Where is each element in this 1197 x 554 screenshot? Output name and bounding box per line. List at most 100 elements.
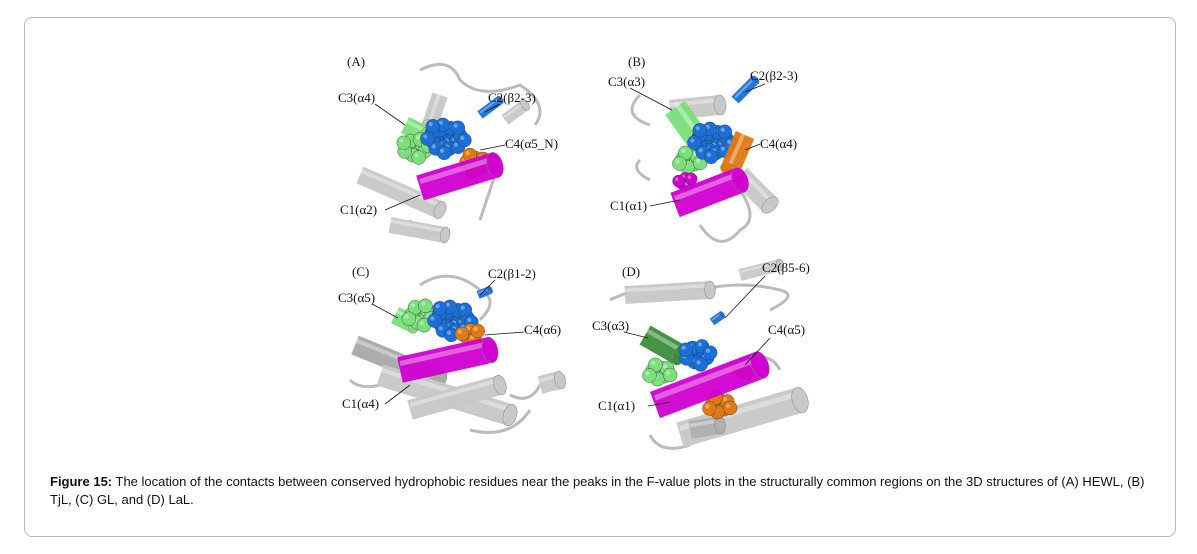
sphere-shine (460, 135, 465, 141)
leader-line (384, 384, 411, 405)
sphere-shine (705, 404, 710, 409)
c2-strand (477, 96, 503, 119)
sphere-shine (446, 330, 452, 335)
c4-sphere (722, 400, 738, 416)
sphere-shine (457, 329, 462, 334)
c2-sphere (693, 357, 708, 372)
leader-line (744, 337, 771, 366)
helix-cylinder (388, 217, 447, 243)
figure-caption: Figure 15: The location of the contacts … (50, 473, 1160, 509)
sphere-shine (695, 158, 701, 163)
helix-end (502, 404, 518, 426)
sphere-shine (696, 360, 701, 365)
sphere-shine (467, 317, 472, 323)
helix-highlight (728, 129, 747, 166)
helix-end (439, 226, 451, 244)
c4-helix (720, 131, 755, 174)
sphere-shine (473, 326, 478, 332)
c2-sphere (420, 131, 435, 146)
panel-c-c4-label: C4(α6) (524, 322, 561, 337)
c3-sphere (642, 368, 657, 383)
sphere-shine (399, 138, 404, 143)
leader-line (649, 199, 681, 207)
leader-line (484, 331, 525, 336)
helix-highlight (624, 283, 711, 293)
panel-c-c2-label: C2(β1-2) (488, 266, 536, 281)
helix-end (433, 201, 447, 219)
c2-sphere (457, 132, 472, 148)
c1-sphere (672, 174, 685, 188)
helix-end (520, 99, 530, 111)
panel-d: (D) C2(β5-6) C3(α3) C4(α5) C1(α1) (592, 260, 810, 413)
c1-helix (650, 351, 765, 419)
helix-end (775, 258, 785, 272)
leader-line (724, 275, 766, 319)
panel-d-c2-label: C2(β5-6) (762, 260, 810, 275)
c2-sphere (678, 342, 693, 357)
helix-end (493, 374, 507, 396)
c1-helix (416, 152, 499, 201)
c2-sphere (427, 313, 442, 328)
c3-sphere (396, 135, 411, 150)
sphere-shine (423, 134, 428, 139)
leader-line (479, 279, 496, 296)
c2-sphere (432, 301, 447, 316)
sphere-shine (722, 397, 728, 402)
sphere-shine (681, 148, 686, 153)
helix-end (713, 94, 727, 116)
sphere-shine (727, 139, 732, 145)
helix-end (791, 387, 809, 413)
panel-a-c3-label: C3(α4) (338, 90, 375, 105)
panel-b-c1-label: C1(α1) (610, 198, 647, 213)
sphere-shine (651, 360, 656, 365)
c4-sphere (470, 323, 485, 339)
caption-text: The location of the contacts between con… (50, 474, 1145, 507)
panel-d-id: (D) (622, 264, 640, 279)
helix-highlight (643, 327, 682, 352)
sphere-shine (720, 146, 726, 151)
sphere-shine (438, 120, 443, 125)
panel-d-c3-label: C3(α3) (592, 318, 629, 333)
panel-a-c1-label: C1(α2) (340, 202, 377, 217)
sphere-shine (453, 142, 459, 147)
sphere-shine (414, 153, 419, 158)
helix-end (718, 311, 726, 319)
c3-sphere (411, 150, 426, 165)
sphere-shine (687, 175, 692, 179)
helix-end (704, 280, 716, 300)
leader-line (384, 194, 421, 211)
panel-c-c1-label: C1(α4) (342, 396, 379, 411)
loop-coil (630, 93, 752, 243)
helix-highlight (428, 90, 442, 122)
c2-sphere (703, 149, 719, 165)
helix-end (761, 196, 779, 214)
sphere-shine (421, 301, 426, 306)
helix-end (486, 152, 504, 178)
sphere-shine (435, 304, 440, 309)
leader-line (744, 83, 766, 93)
helix-highlight (419, 156, 496, 184)
sphere-shine (662, 364, 668, 369)
c1-sphere (684, 172, 698, 186)
panel-b-c3-label: C3(α3) (608, 74, 645, 89)
leader-line (479, 144, 506, 151)
sphere-shine (675, 159, 680, 164)
sphere-shine (438, 326, 443, 331)
sphere-shine (674, 177, 679, 182)
c2-sphere (457, 302, 473, 317)
c2-sphere (687, 135, 702, 150)
panel-b-c4-label: C4(α4) (760, 136, 797, 151)
panel-d-c4-label: C4(α5) (768, 322, 805, 337)
helix-highlight (674, 171, 741, 201)
sphere-shine (445, 302, 450, 307)
sphere-shine (415, 135, 421, 140)
c2-sphere (692, 123, 707, 138)
c2-sphere (702, 345, 718, 360)
helix-highlight (654, 355, 761, 401)
sphere-shine (697, 342, 703, 347)
helix-highlight (669, 98, 721, 107)
helix-end (750, 75, 760, 85)
leader-line (647, 401, 671, 407)
caption-label: Figure 15: (50, 474, 113, 489)
